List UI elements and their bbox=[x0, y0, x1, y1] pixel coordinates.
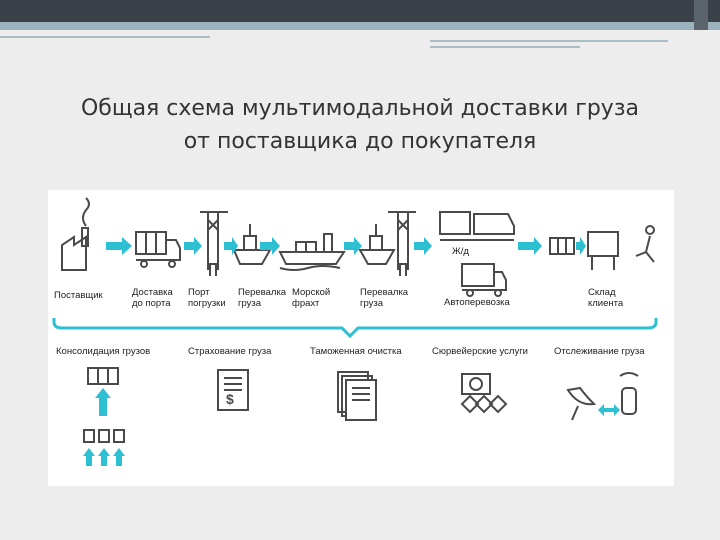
slide-title-line-1: Общая схема мультимодальной доставки гру… bbox=[80, 96, 640, 121]
arrow-icon bbox=[106, 237, 132, 255]
truck-icon bbox=[461, 263, 507, 297]
decor-line bbox=[0, 36, 210, 38]
label-delivery: Доставка до порта bbox=[132, 287, 173, 309]
satellite-dish-icon bbox=[566, 386, 597, 421]
label-customs: Таможенная очистка bbox=[310, 346, 402, 357]
truck-icon bbox=[135, 231, 181, 268]
label-supplier: Поставщик bbox=[54, 290, 103, 301]
arrow-icon bbox=[576, 237, 586, 255]
label-client-warehouse-line-2: клиента bbox=[588, 298, 624, 309]
consolidation-icon bbox=[83, 367, 125, 443]
dollar-sign-icon: $ bbox=[226, 391, 234, 407]
arrow-icon bbox=[224, 237, 238, 255]
computer-desk-icon bbox=[587, 225, 655, 270]
decor-line bbox=[430, 46, 580, 48]
arrow-icon bbox=[184, 237, 202, 255]
slide-corner-tab bbox=[694, 0, 708, 30]
label-transshipment: Перевалка груза bbox=[238, 287, 286, 309]
crane-icon bbox=[200, 211, 228, 276]
crate-icon bbox=[549, 237, 575, 255]
arrow-up-icon bbox=[113, 448, 125, 466]
service-arrows bbox=[83, 388, 620, 466]
arrow-up-icon bbox=[95, 388, 111, 416]
decor-line bbox=[430, 40, 668, 42]
label-sea-freight: Морской фрахт bbox=[292, 287, 330, 309]
delivery-diagram: $ Поставщик Доставка до порта Порт погру… bbox=[48, 190, 674, 486]
ship-icon bbox=[232, 224, 272, 265]
label-sea-freight-line-1: Морской bbox=[292, 287, 331, 298]
label-port-line-2: погрузки bbox=[188, 298, 226, 309]
label-delivery-line-2: до порта bbox=[132, 298, 171, 309]
arrow-icon bbox=[344, 237, 362, 255]
slide-top-bar bbox=[0, 0, 720, 22]
label-consolidation: Консолидация грузов bbox=[56, 346, 151, 357]
label-delivery-line-1: Доставка bbox=[132, 287, 173, 298]
label-auto-transport: Автоперевозка bbox=[444, 297, 510, 308]
ship-icon bbox=[358, 224, 396, 265]
label-port-line-1: Порт bbox=[188, 287, 210, 298]
crane-icon bbox=[388, 211, 416, 276]
label-survey: Сюрвейерские услуги bbox=[432, 346, 528, 357]
label-client-warehouse: Склад клиента bbox=[588, 287, 623, 309]
gps-tracker-icon bbox=[619, 372, 639, 415]
arrow-icon bbox=[260, 237, 280, 255]
arrow-up-icon bbox=[83, 448, 95, 466]
label-transshipment-2: Перевалка груза bbox=[360, 287, 408, 309]
label-tracking: Отслеживание груза bbox=[554, 346, 645, 357]
label-transshipment-line-1: Перевалка bbox=[238, 287, 287, 298]
label-transshipment-2-line-2: груза bbox=[360, 298, 384, 309]
label-insurance: Страхование груза bbox=[188, 346, 272, 357]
double-arrow-icon bbox=[598, 404, 620, 416]
label-rail: Ж/д bbox=[452, 246, 469, 257]
label-transshipment-2-line-1: Перевалка bbox=[360, 287, 409, 298]
slide-title-line-2: от поставщика до покупателя bbox=[183, 129, 537, 154]
diagram-graphics: $ bbox=[52, 197, 658, 466]
brace bbox=[52, 318, 658, 339]
label-client-warehouse-line-1: Склад bbox=[588, 287, 616, 298]
cargo-ship-icon bbox=[278, 233, 346, 271]
camera-icon bbox=[460, 373, 508, 414]
factory-icon bbox=[61, 197, 90, 271]
customs-documents-icon bbox=[337, 371, 377, 421]
arrow-icon bbox=[414, 237, 432, 255]
flow-arrows bbox=[106, 237, 586, 255]
slide-title: Общая схема мультимодальной доставки гру… bbox=[30, 92, 690, 158]
insurance-document-icon bbox=[217, 369, 249, 411]
train-icon bbox=[439, 211, 515, 241]
arrow-icon bbox=[518, 237, 542, 255]
label-port: Порт погрузки bbox=[188, 287, 226, 309]
label-sea-freight-line-2: фрахт bbox=[292, 298, 320, 309]
slide-accent-bar bbox=[0, 22, 720, 30]
label-transshipment-line-2: груза bbox=[238, 298, 262, 309]
arrow-up-icon bbox=[98, 448, 110, 466]
